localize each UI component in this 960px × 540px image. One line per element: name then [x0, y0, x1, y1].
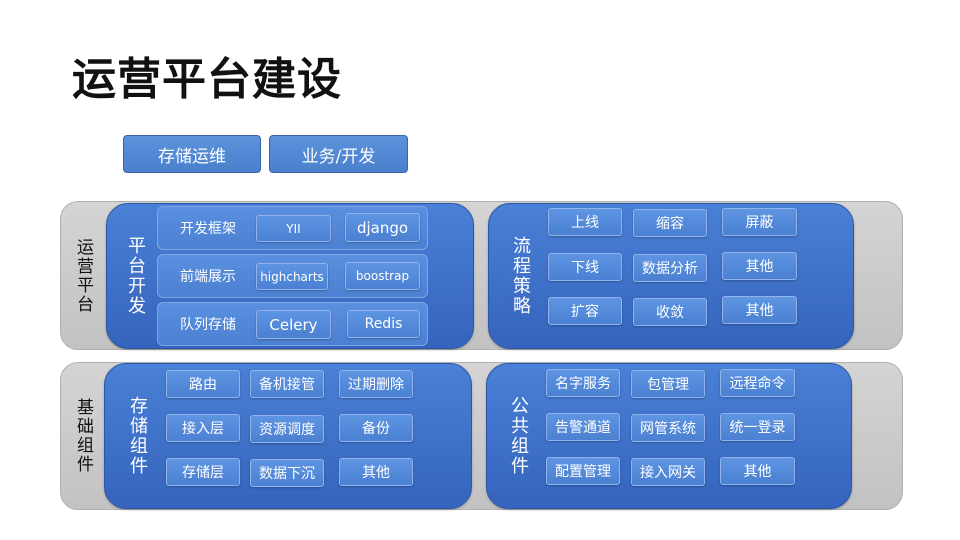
process-strategy-label: 流程策略	[510, 236, 531, 316]
chip-boostrap[interactable]: boostrap	[345, 262, 420, 290]
chip-access-gateway[interactable]: 接入网关	[631, 458, 705, 486]
chip-name-service[interactable]: 名字服务	[546, 369, 620, 397]
chip-yii[interactable]: YII	[256, 215, 331, 242]
chip-other[interactable]: 其他	[720, 457, 795, 485]
chip-celery[interactable]: Celery	[256, 310, 331, 339]
chip-highcharts[interactable]: highcharts	[256, 263, 328, 290]
chip-mask[interactable]: 屏蔽	[722, 208, 797, 236]
storage-components-label: 存储组件	[127, 396, 148, 476]
tab-storage-ops[interactable]: 存储运维	[123, 135, 261, 173]
chip-expand[interactable]: 扩容	[548, 297, 622, 325]
page-title: 运营平台建设	[72, 54, 342, 105]
base-components-label: 基础组件	[73, 398, 93, 474]
public-components-label: 公共组件	[508, 396, 529, 476]
chip-offline[interactable]: 下线	[548, 253, 622, 281]
row-label: 前端展示	[180, 269, 236, 285]
tab-business-dev[interactable]: 业务/开发	[269, 135, 408, 173]
chip-converge[interactable]: 收敛	[633, 298, 707, 326]
chip-config-management[interactable]: 配置管理	[546, 457, 620, 485]
chip-network-management[interactable]: 网管系统	[631, 414, 705, 442]
chip-storage-layer[interactable]: 存储层	[166, 458, 240, 486]
ops-platform-label: 运营平台	[73, 237, 93, 314]
chip-data-sink[interactable]: 数据下沉	[250, 459, 324, 487]
chip-redis[interactable]: Redis	[347, 310, 420, 338]
chip-data-analysis[interactable]: 数据分析	[633, 254, 707, 282]
chip-other[interactable]: 其他	[722, 252, 797, 280]
chip-backup[interactable]: 备份	[339, 414, 413, 442]
platform-dev-label: 平台开发	[125, 236, 146, 316]
row-label: 开发框架	[180, 221, 236, 237]
chip-alert-channel[interactable]: 告警通道	[546, 413, 620, 441]
chip-online[interactable]: 上线	[548, 208, 622, 236]
chip-package-management[interactable]: 包管理	[631, 370, 705, 398]
chip-other[interactable]: 其他	[339, 458, 413, 486]
chip-remote-command[interactable]: 远程命令	[720, 369, 795, 397]
chip-resource-scheduling[interactable]: 资源调度	[250, 415, 324, 443]
chip-expire-delete[interactable]: 过期删除	[339, 370, 413, 398]
chip-shrink[interactable]: 缩容	[633, 209, 707, 237]
chip-access-layer[interactable]: 接入层	[166, 414, 240, 442]
chip-unified-login[interactable]: 统一登录	[720, 413, 795, 441]
row-label: 队列存储	[180, 317, 236, 333]
chip-routing[interactable]: 路由	[166, 370, 240, 398]
chip-other[interactable]: 其他	[722, 296, 797, 324]
chip-django[interactable]: django	[345, 213, 420, 242]
chip-standby-takeover[interactable]: 备机接管	[250, 370, 324, 398]
